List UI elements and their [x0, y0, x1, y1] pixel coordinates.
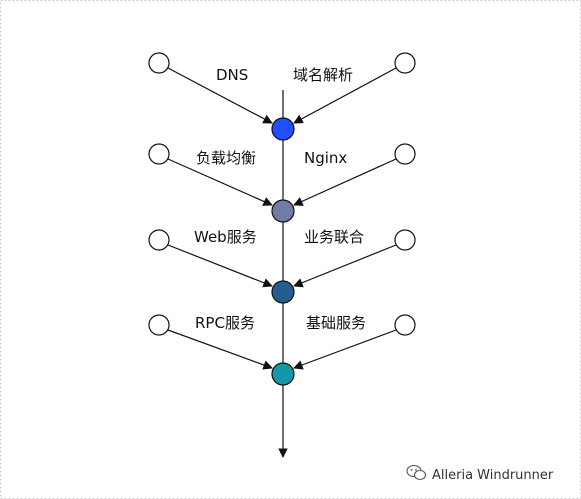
stage-2-right-input-node [394, 143, 416, 165]
stage-2-left-arrow [167, 158, 273, 206]
stage-3-left-label: Web服务 [194, 228, 257, 246]
stage-1-left-label: DNS [216, 66, 248, 84]
stage-4-merge-node [271, 362, 295, 386]
stage-4-right-arrow [293, 329, 397, 370]
stage-4-right-input-node [394, 314, 416, 336]
stage-1-left-arrow [167, 67, 273, 124]
stage-3-right-input-node [394, 229, 416, 251]
watermark-text: Alleria Windrunner [432, 468, 554, 483]
stage-1-right-input-node [394, 52, 416, 74]
wechat-icon [406, 464, 427, 481]
watermark: Alleria Windrunner [406, 464, 554, 483]
stage-2-right-arrow [293, 158, 397, 206]
stage-1-left-input-node [148, 52, 170, 74]
stage-3-right-label: 业务联合 [304, 228, 364, 246]
stage-2-right-label: Nginx [304, 149, 347, 167]
stage-4-left-input-node [148, 314, 170, 336]
stage-2-left-input-node [148, 143, 170, 165]
stage-4-left-arrow [167, 329, 273, 370]
stage-2-left-label: 负载均衡 [196, 149, 256, 167]
stage-3-merge-node [271, 280, 295, 304]
stage-3-left-input-node [148, 229, 170, 251]
stage-3-right-arrow [293, 244, 397, 288]
stage-1-merge-node [271, 117, 295, 141]
stage-1-right-label: 域名解析 [293, 66, 353, 84]
stage-3-left-arrow [167, 244, 273, 288]
stage-1-right-arrow [293, 67, 397, 124]
stage-2-merge-node [271, 199, 295, 223]
stage-4-right-label: 基础服务 [306, 314, 366, 332]
stage-4-left-label: RPC服务 [195, 314, 255, 332]
